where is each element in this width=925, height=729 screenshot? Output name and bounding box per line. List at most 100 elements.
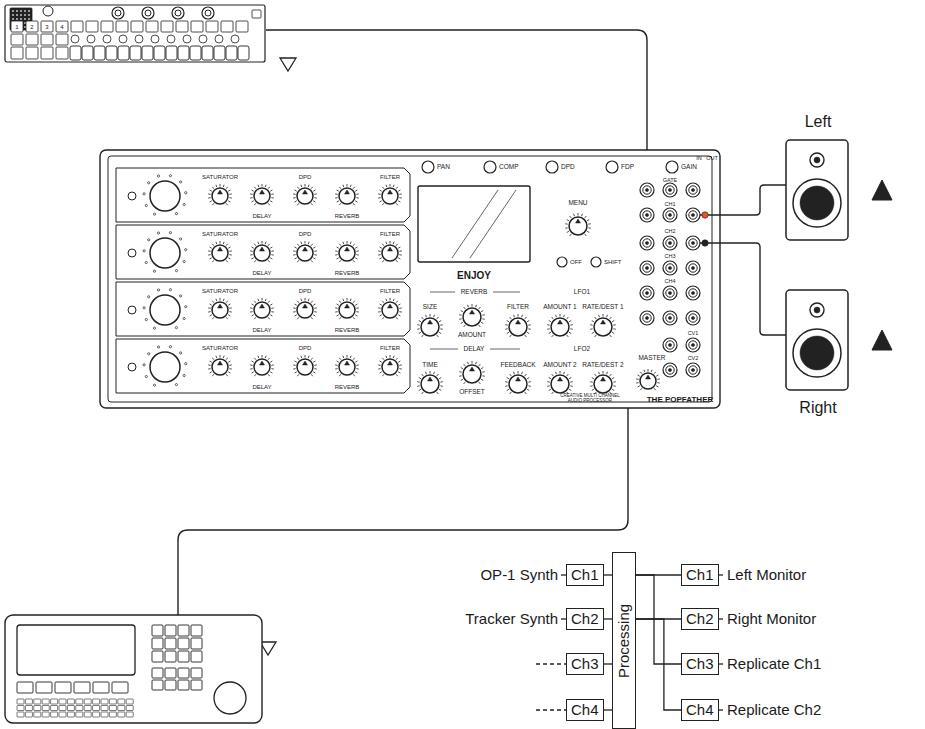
- knob-tick: [271, 254, 273, 255]
- tracker-button: [152, 680, 163, 690]
- knob-tick: [252, 247, 254, 248]
- knob-tick: [254, 203, 256, 205]
- tracker-keyboard-key: [17, 699, 24, 704]
- knob-tick: [356, 311, 358, 312]
- knob-tick: [270, 304, 272, 305]
- knob-tick: [657, 382, 659, 383]
- knob-tick: [461, 311, 463, 312]
- push-button: [484, 161, 496, 173]
- op1-key: [236, 21, 248, 32]
- knob-tick: [347, 298, 348, 301]
- knob-tick: [378, 193, 380, 194]
- jack-ring: [666, 211, 674, 219]
- knob-tick: [350, 299, 352, 301]
- node-text: Ch2: [686, 610, 714, 627]
- panel-label: REVERB: [335, 213, 360, 220]
- panel-label: DELAY: [252, 327, 271, 334]
- knob-tick: [293, 311, 295, 312]
- knob-tick: [567, 317, 569, 319]
- knob-pointer: [218, 361, 223, 365]
- op1-key: [11, 34, 23, 45]
- knob-tick: [380, 201, 382, 202]
- knob-tick: [569, 378, 571, 379]
- knob-tick: [297, 244, 299, 246]
- tracker-keyboard-key: [25, 712, 32, 717]
- knob-tick: [353, 374, 355, 376]
- knob-pointer: [388, 304, 393, 308]
- knob-tick: [417, 328, 419, 329]
- knob-tick: [552, 335, 554, 337]
- knob-tick: [527, 389, 529, 390]
- knob-tick: [295, 258, 297, 259]
- panel-label: DELAY: [252, 270, 271, 277]
- knob-tick: [308, 299, 310, 301]
- op1-keyboard-key: [154, 46, 165, 60]
- op1-key: [71, 21, 83, 32]
- knob-tick: [528, 324, 530, 325]
- knob-pointer: [218, 304, 223, 308]
- knob-tick: [252, 304, 254, 305]
- jack-hole: [691, 291, 694, 294]
- knob-tick: [271, 250, 273, 251]
- knob-tick: [229, 250, 231, 251]
- knob-tick: [396, 317, 398, 319]
- tracker-function-key: [74, 682, 90, 693]
- tracker-keyboard-key: [51, 712, 58, 717]
- channel-box: Ch2: [566, 608, 604, 630]
- tracker-keyboard-key: [59, 706, 66, 711]
- knob-tick: [380, 258, 382, 259]
- knob-tick: [398, 304, 400, 305]
- level-led: [145, 204, 147, 206]
- knob-tick: [396, 260, 398, 262]
- knob-tick: [461, 379, 463, 380]
- op1-key: [86, 21, 98, 32]
- knob-tick: [398, 190, 400, 191]
- op1-keyboard-key: [226, 46, 237, 60]
- tracker-function-key: [55, 682, 71, 693]
- knob-tick: [223, 356, 225, 358]
- lead-line: [719, 709, 723, 710]
- jack-socket: [663, 338, 677, 352]
- knob-tick: [513, 372, 515, 374]
- grille-hole: [16, 10, 18, 12]
- knob-tick: [254, 187, 256, 189]
- op1-key: [176, 21, 188, 32]
- op1-key: [41, 47, 53, 59]
- op1-encoder: [142, 7, 154, 19]
- signal-connector: [604, 709, 612, 710]
- push-button: [546, 161, 558, 173]
- knob-tick: [355, 190, 357, 191]
- knob-tick: [528, 328, 530, 329]
- jack-ring: [643, 264, 651, 272]
- jack-socket: [686, 363, 700, 377]
- knob-pointer: [558, 377, 563, 381]
- unused-input-line: [536, 709, 566, 710]
- knob-tick: [212, 260, 214, 262]
- knob-tick: [295, 190, 297, 191]
- op1-keyboard-key: [94, 46, 105, 60]
- jack-ring: [643, 289, 651, 297]
- op1-pad: [231, 35, 239, 43]
- panel-label: FDP: [621, 163, 634, 170]
- op1-pad: [135, 35, 143, 43]
- knob-tick: [337, 258, 339, 259]
- knob-tick: [355, 361, 357, 362]
- op1-keyboard-key: [106, 46, 117, 60]
- jack-socket: [686, 261, 700, 275]
- display-screen: [418, 186, 530, 262]
- knob-tick: [257, 356, 259, 358]
- knob-tick: [311, 187, 313, 189]
- knob-tick: [549, 321, 551, 322]
- knob-tick: [430, 314, 431, 317]
- knob-tick: [271, 197, 273, 198]
- knob-tick: [654, 372, 656, 374]
- tracker-keyboard-key: [93, 706, 100, 711]
- op1-encoder-cap: [145, 10, 151, 16]
- knob-tick: [339, 301, 341, 303]
- screen-glare: [452, 190, 516, 258]
- knob-tick: [606, 372, 608, 374]
- tracker-keyboard-key: [25, 699, 32, 704]
- knob-tick: [229, 197, 231, 198]
- panel-label: SATURATOR: [202, 288, 238, 295]
- knob-tick: [313, 372, 315, 373]
